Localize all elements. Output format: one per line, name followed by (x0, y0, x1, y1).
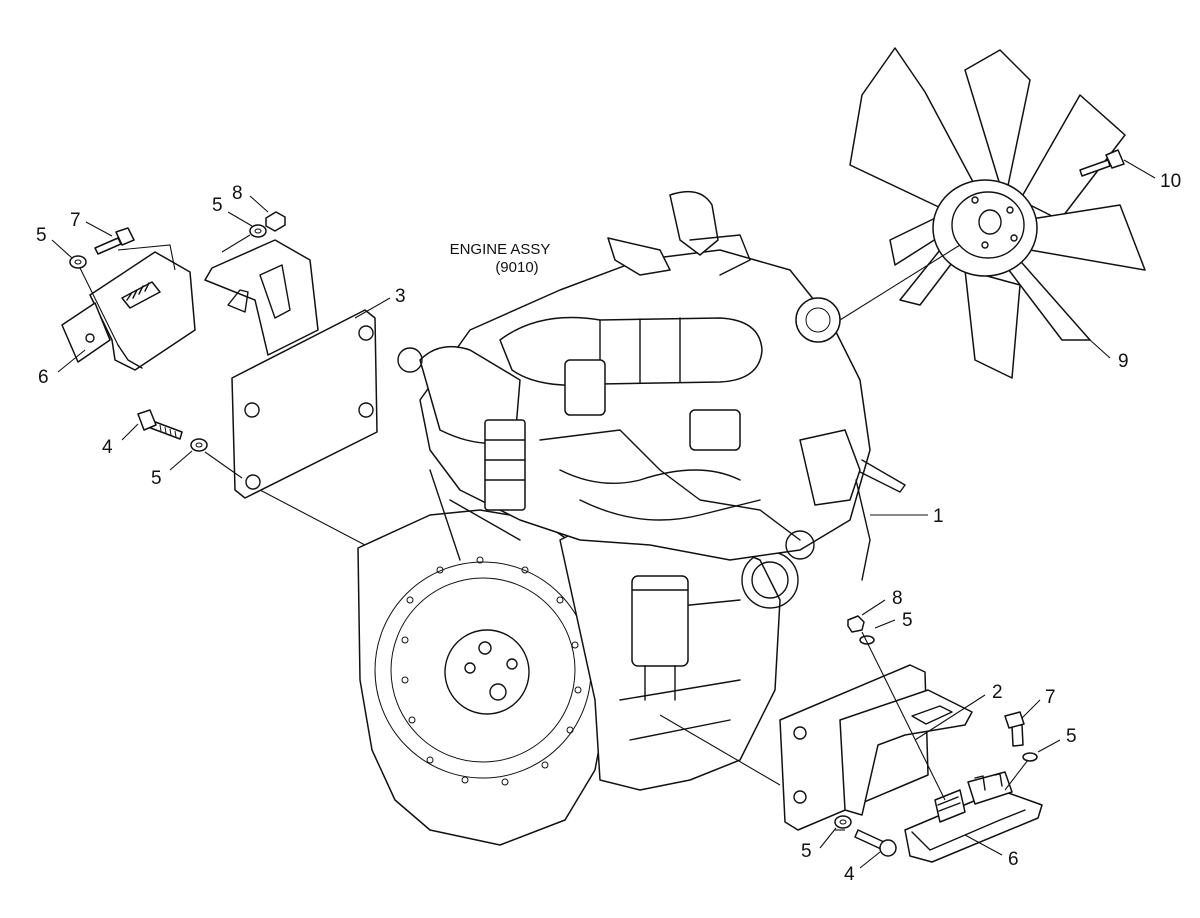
leader-5-d (874, 619, 896, 629)
callout-3: 3 (395, 286, 406, 307)
callout-4-right: 4 (844, 864, 855, 885)
nut-right (847, 615, 865, 633)
labels: ENGINE ASSY (9010) 1 2 3 4 4 5 5 5 5 5 5… (36, 171, 1181, 885)
bolt-small-left (94, 237, 122, 255)
leader-4-right (859, 851, 881, 869)
callout-7-right: 7 (1045, 687, 1056, 708)
callout-4-left: 4 (102, 437, 113, 458)
callout-5-e: 5 (1066, 726, 1077, 747)
callout-5-f: 5 (801, 841, 812, 862)
leader-2 (914, 694, 986, 741)
callout-10: 10 (1160, 171, 1181, 192)
leader-9 (1089, 339, 1111, 359)
bolt-small-right (1011, 724, 1024, 747)
leader-5-b (227, 211, 253, 227)
callout-8-left: 8 (232, 183, 243, 204)
callout-6-right: 6 (1008, 849, 1019, 870)
washer-left-top (249, 224, 267, 238)
callout-5-d: 5 (902, 610, 913, 631)
leader-8-right (861, 599, 886, 616)
engine-assy-name: ENGINE ASSY (450, 241, 551, 258)
engine-assy-code: (9010) (495, 259, 538, 276)
hardware-parts (69, 149, 1125, 857)
washer-right-mid (1022, 752, 1038, 762)
nut-left (265, 211, 286, 232)
washer-right-bottom (834, 815, 852, 829)
right-engine-bracket (779, 664, 973, 831)
callout-8-right: 8 (892, 588, 903, 609)
leader-5-c (169, 450, 193, 471)
leader-8-left (249, 195, 269, 213)
cooling-fan (849, 47, 1146, 379)
callout-5-c: 5 (151, 468, 162, 489)
assembly-lines (51, 159, 1156, 869)
engine-assembly (357, 190, 906, 846)
leader-6-right (964, 834, 1003, 856)
callout-5-b: 5 (212, 195, 223, 216)
leader-7-left (85, 221, 113, 237)
washer-left-upper (69, 255, 87, 269)
callout-1: 1 (933, 506, 944, 527)
right-rubber-mount (904, 771, 1043, 863)
callout-2: 2 (992, 682, 1003, 703)
washer-right-top (859, 635, 875, 645)
washer-left-lower (190, 438, 208, 452)
callout-7-left: 7 (70, 210, 81, 231)
leader-3 (354, 297, 391, 319)
leader-6-left (57, 349, 86, 373)
fan-bolt (1079, 159, 1111, 177)
leader-5-f (819, 827, 837, 849)
callout-6-left: 6 (38, 367, 49, 388)
leader-7-right (1021, 699, 1041, 719)
leader-5-e (1037, 739, 1061, 753)
callout-5-a: 5 (36, 225, 47, 246)
callout-9: 9 (1118, 351, 1129, 372)
left-engine-bracket (204, 239, 378, 499)
leader-4-left (121, 423, 139, 441)
leader-10 (1123, 159, 1156, 179)
leader-5-a (51, 239, 73, 259)
